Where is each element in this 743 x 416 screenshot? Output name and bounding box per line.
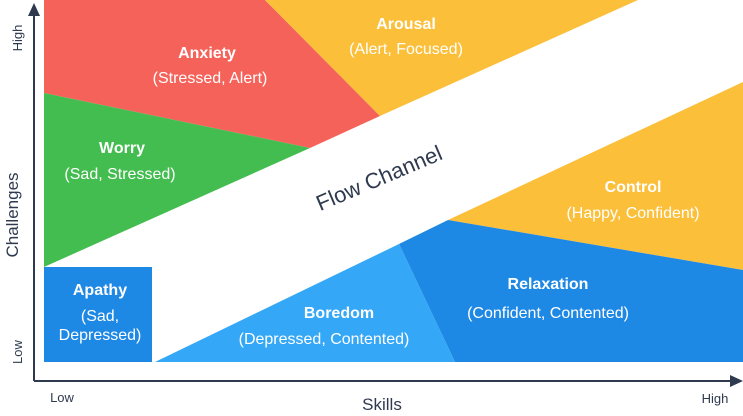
zone-arousal-subtitle: (Alert, Focused)	[349, 41, 463, 58]
x-axis-arrow-icon	[730, 375, 743, 387]
zone-boredom-subtitle: (Depressed, Contented)	[239, 331, 410, 348]
x-axis-low-label: Low	[50, 390, 74, 405]
zone-control-region	[448, 82, 743, 270]
zone-anxiety-title: Anxiety	[178, 45, 236, 62]
zone-relaxation-subtitle: (Confident, Contented)	[467, 305, 629, 322]
zone-apathy-region	[44, 267, 152, 362]
zone-apathy-title: Apathy	[73, 282, 127, 299]
flow-channel-label: Flow Channel	[312, 140, 446, 216]
x-axis-high-label: High	[702, 391, 729, 406]
zone-boredom-region	[155, 244, 455, 362]
zone-anxiety-subtitle: (Stressed, Alert)	[153, 70, 268, 87]
zone-worry-title: Worry	[99, 140, 145, 157]
y-axis-arrow-icon	[28, 3, 40, 16]
zone-control-title: Control	[605, 179, 662, 196]
y-axis-high-label: High	[10, 25, 25, 52]
zone-worry-region	[44, 93, 310, 267]
zone-boredom-title: Boredom	[304, 305, 374, 322]
zone-apathy-subtitle-line2: Depressed)	[59, 327, 142, 344]
zone-arousal-region	[265, 0, 638, 116]
y-axis-title: Challenges	[3, 172, 22, 257]
y-axis-low-label: Low	[10, 339, 25, 363]
zone-relaxation-region	[399, 220, 743, 362]
zone-control-subtitle: (Happy, Confident)	[566, 205, 699, 222]
zone-apathy-subtitle-line1: (Sad,	[81, 308, 119, 325]
zone-worry-subtitle: (Sad, Stressed)	[64, 166, 175, 183]
zone-anxiety-region	[44, 0, 380, 148]
zone-arousal-title: Arousal	[376, 16, 436, 33]
x-axis-title: Skills	[362, 395, 402, 414]
zone-relaxation-title: Relaxation	[508, 276, 589, 293]
